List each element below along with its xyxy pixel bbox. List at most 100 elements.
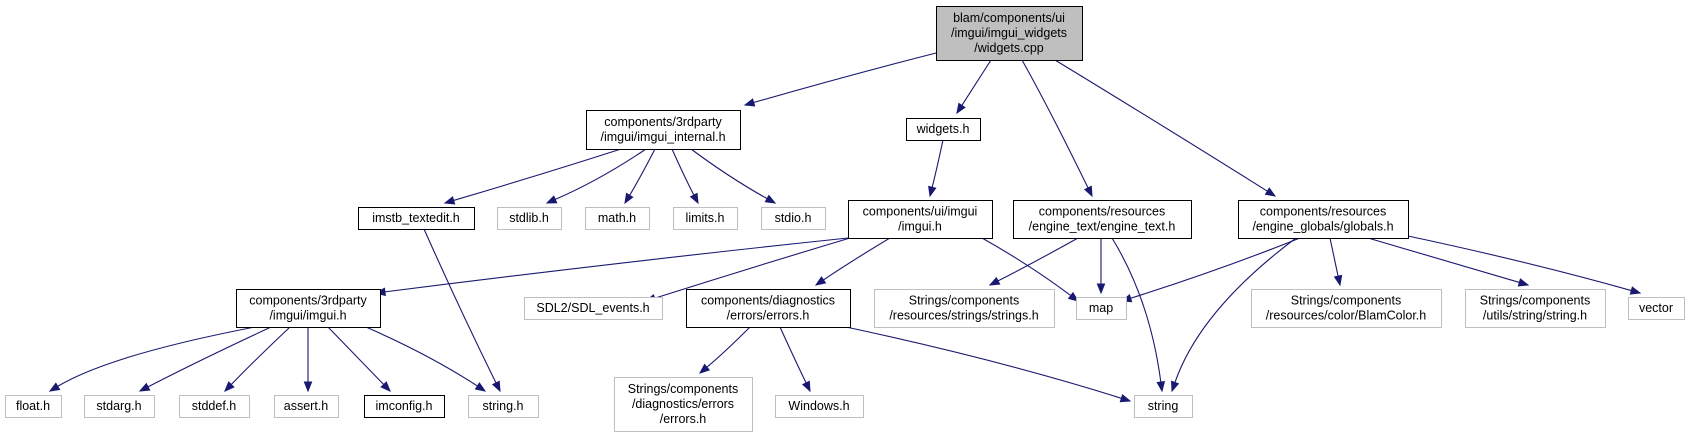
node-diag-errors[interactable]: Strings/components/diagnostics/errors/er…: [614, 377, 753, 432]
edge-line: [230, 326, 291, 385]
node-label-line: stdlib.h: [509, 211, 549, 225]
node-sdl-events[interactable]: SDL2/SDL_events.h: [524, 297, 663, 320]
node-vector[interactable]: vector: [1628, 297, 1685, 320]
node-map[interactable]: map: [1076, 297, 1127, 320]
node-imconfig[interactable]: imconfig.h: [364, 395, 445, 418]
node-stdlib[interactable]: stdlib.h: [497, 207, 562, 230]
edge-globals-to-vector: [1407, 235, 1642, 295]
node-string-h[interactable]: string.h: [468, 395, 539, 418]
edge-line: [384, 237, 849, 293]
node-stdarg[interactable]: stdarg.h: [84, 395, 155, 418]
edge-line: [931, 139, 944, 188]
node-label-line: components/3rdparty: [249, 294, 367, 308]
node-math[interactable]: math.h: [585, 207, 650, 230]
node-box: [179, 395, 250, 418]
node-errors-h[interactable]: components/diagnostics/errors/errors.h: [686, 289, 851, 328]
node-strings-h[interactable]: Strings/components/resources/strings/str…: [874, 289, 1055, 328]
node-box: [497, 207, 562, 230]
node-imstb-textedit[interactable]: imstb_textedit.h: [358, 207, 475, 230]
node-box: [874, 289, 1055, 328]
edge-line: [453, 148, 622, 201]
node-label-line: Strings/components: [1480, 294, 1590, 308]
node-box: [236, 289, 381, 328]
edge-ui_imgui-to-errors_h: [814, 237, 891, 286]
edge-arrowhead: [224, 381, 235, 392]
edge-imgui_internal-to-stdlib: [545, 148, 647, 204]
edge-line: [1021, 59, 1089, 189]
node-box: [364, 395, 445, 418]
node-assert[interactable]: assert.h: [274, 395, 339, 418]
edge-arrowhead: [380, 381, 391, 392]
node-label-line: limits.h: [686, 211, 725, 225]
node-engine-text[interactable]: components/resources/engine_text/engine_…: [1013, 200, 1192, 239]
node-stddef[interactable]: stddef.h: [179, 395, 250, 418]
edge-line: [57, 326, 256, 387]
node-string[interactable]: string: [1134, 395, 1193, 418]
node-label-line: map: [1089, 301, 1113, 315]
node-label-line: components/3rdparty: [604, 115, 722, 129]
edge-arrowhead: [698, 363, 711, 374]
edge-line: [1329, 237, 1339, 277]
node-box: [468, 395, 539, 418]
node-imgui-internal[interactable]: components/3rdparty/imgui/imgui_internal…: [586, 110, 741, 150]
node-float[interactable]: float.h: [5, 395, 62, 418]
edge-line: [981, 237, 1072, 297]
node-widgets-h[interactable]: widgets.h: [906, 118, 981, 141]
edge-rd_imgui-to-stddef: [224, 326, 291, 392]
node-label-line: /widgets.cpp: [974, 41, 1044, 55]
edge-arrowhead: [988, 276, 1001, 286]
edge-imgui_internal-to-stdio: [690, 148, 777, 204]
edge-rd_imgui-to-string_h: [365, 326, 487, 392]
node-label-line: imstb_textedit.h: [372, 211, 460, 225]
edge-arrowhead: [928, 185, 937, 198]
node-label-line: /engine_globals/globals.h: [1252, 220, 1393, 234]
edge-arrowhead: [814, 276, 827, 286]
edge-rd_imgui-to-assert: [303, 326, 313, 393]
node-utils-string[interactable]: Strings/components/utils/string/string.h: [1465, 289, 1606, 328]
node-windows[interactable]: Windows.h: [775, 395, 864, 418]
node-label-line: string: [1148, 399, 1179, 413]
node-box: [585, 207, 650, 230]
node-box: [686, 289, 851, 328]
edge-arrowhead: [743, 98, 756, 107]
node-ui-imgui[interactable]: components/ui/imgui/imgui.h: [848, 200, 993, 239]
edge-imgui_internal-to-math: [624, 148, 656, 205]
nodes-layer: blam/components/ui/imgui/imgui_widgets/w…: [5, 6, 1685, 432]
node-label-line: /resources/strings/strings.h: [889, 309, 1038, 323]
edge-arrowhead: [138, 382, 151, 392]
edge-arrowhead: [1096, 283, 1106, 295]
edge-line: [365, 326, 478, 387]
node-widgets-cpp[interactable]: blam/components/ui/imgui/imgui_widgets/w…: [936, 6, 1083, 61]
node-box: [5, 395, 62, 418]
edge-line: [845, 326, 1122, 399]
node-label-line: /errors.h: [660, 412, 707, 426]
node-rd-imgui[interactable]: components/3rdparty/imgui/imgui.h: [236, 289, 381, 328]
node-label-line: components/ui/imgui: [863, 205, 978, 219]
node-label-line: assert.h: [284, 399, 329, 413]
edge-line: [629, 148, 656, 196]
edge-arrowhead: [1264, 187, 1277, 197]
node-label-line: /resources/color/BlamColor.h: [1266, 309, 1427, 323]
node-box: [84, 395, 155, 418]
node-box: [586, 110, 741, 150]
node-blamcolor[interactable]: Strings/components/resources/color/BlamC…: [1251, 289, 1442, 328]
edge-arrowhead: [443, 196, 456, 205]
edge-line: [1054, 59, 1268, 192]
node-label-line: /engine_text/engine_text.h: [1029, 220, 1176, 234]
node-box: [775, 395, 864, 418]
edge-line: [671, 148, 695, 196]
node-label-line: widgets.h: [916, 122, 970, 136]
node-globals[interactable]: components/resources/engine_globals/glob…: [1238, 200, 1409, 239]
edge-line: [555, 148, 647, 200]
node-label-line: /imgui/imgui_internal.h: [600, 130, 725, 144]
edge-globals-to-blamcolor: [1329, 237, 1343, 287]
node-stdio[interactable]: stdio.h: [761, 207, 826, 230]
node-box: [1628, 297, 1685, 320]
node-label-line: vector: [1639, 301, 1673, 315]
node-limits[interactable]: limits.h: [673, 207, 738, 230]
node-label-line: /utils/string/string.h: [1483, 309, 1587, 323]
edge-arrowhead: [1171, 380, 1180, 393]
edge-engine_text-to-strings_h: [988, 237, 1079, 286]
edge-imstb_textedit-to-string_h: [423, 228, 501, 393]
edge-errors_h-to-diag_errors: [698, 326, 751, 374]
